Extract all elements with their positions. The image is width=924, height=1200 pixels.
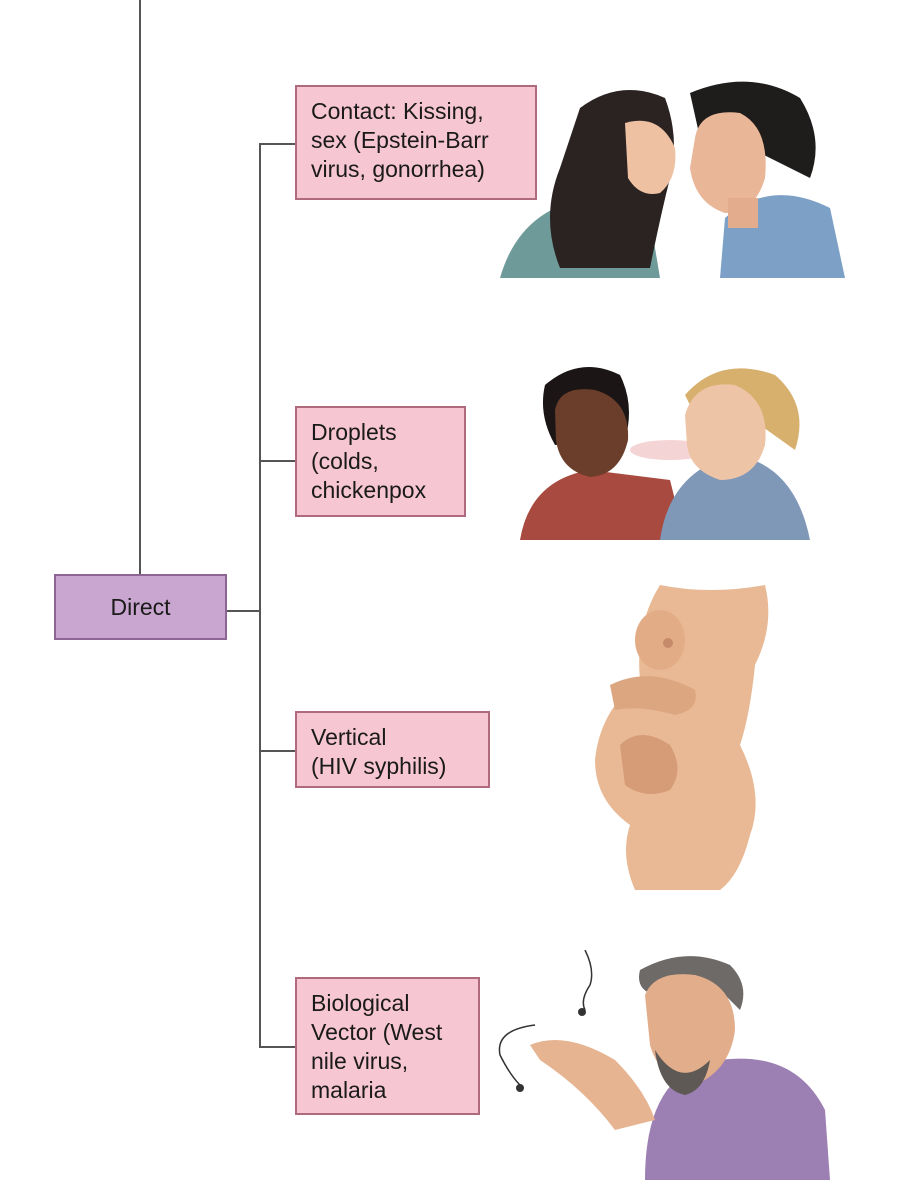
root-to-trunk-line bbox=[226, 610, 261, 612]
kissing-couple-illustration bbox=[500, 81, 845, 278]
trunk-line bbox=[259, 143, 261, 1048]
direct-node: Direct bbox=[54, 574, 227, 640]
talking-people-illustration bbox=[520, 367, 810, 540]
top-connector-line bbox=[139, 0, 141, 574]
branch-line-contact bbox=[259, 143, 296, 145]
branch-line-vector bbox=[259, 1046, 296, 1048]
pregnant-woman-illustration bbox=[595, 585, 769, 890]
contact-node: Contact: Kissing, sex (Epstein-Barr viru… bbox=[295, 85, 537, 200]
droplets-node: Droplets (colds, chickenpox bbox=[295, 406, 466, 517]
branch-line-droplets bbox=[259, 460, 296, 462]
vector-node: Biological Vector (West nile virus, mala… bbox=[295, 977, 480, 1115]
branch-line-vertical bbox=[259, 750, 296, 752]
vertical-node: Vertical (HIV syphilis) bbox=[295, 711, 490, 788]
man-swatting-mosquitoes-illustration bbox=[498, 950, 830, 1180]
